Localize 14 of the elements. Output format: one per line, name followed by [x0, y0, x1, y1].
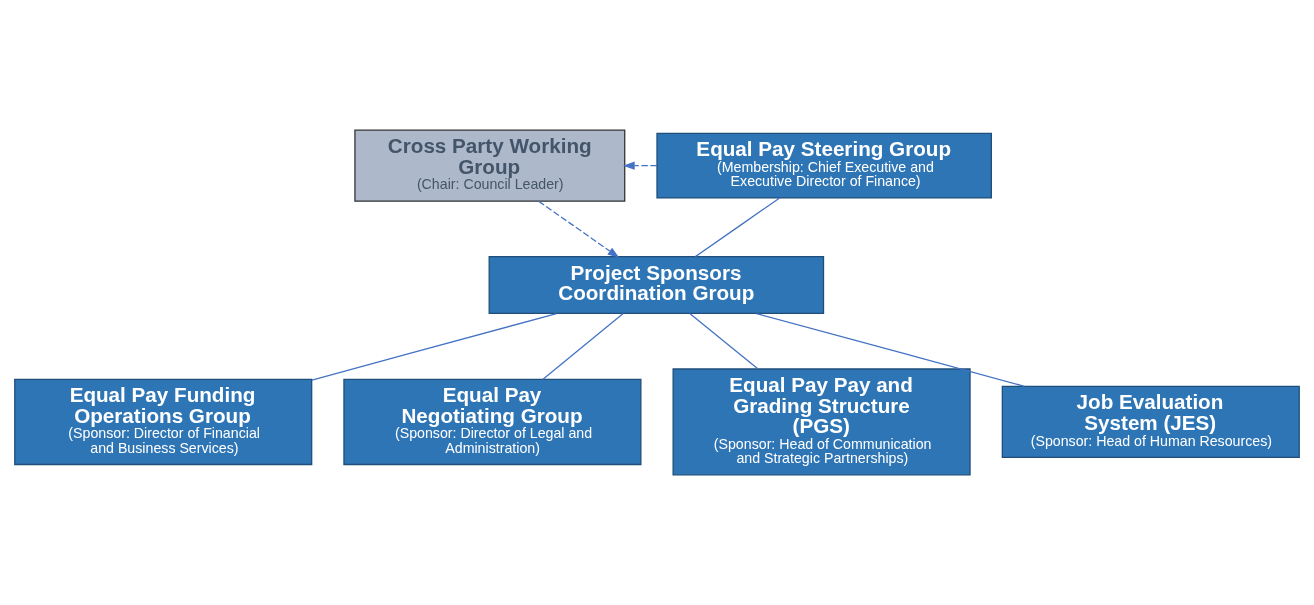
connector [311, 312, 558, 381]
node-box: Equal Pay Steering Group (Membership: Chief Executive and Executive Director of Finance) [656, 132, 992, 199]
node-box: Cross Party Working Group (Chair: Council Leader) [354, 129, 626, 202]
node-box: Equal Pay Negotiating Group (Sponsor: Director of Legal and Administration) [343, 378, 642, 466]
node-box: Equal Pay Pay and Grading Structure (PGS) (Sponsor: Head of Communication and Strategic Partnerships) [672, 368, 971, 476]
node-box: Equal Pay Funding Operations Group (Sponsor: Director of Financial and Business Services) [14, 378, 313, 466]
connector [755, 312, 1026, 387]
connector [694, 197, 781, 258]
arrow [623, 161, 658, 170]
node-box: Job Evaluation System (JES) (Sponsor: Head of Human Resources) [1001, 385, 1300, 459]
connector [542, 312, 624, 380]
arrow [538, 200, 620, 258]
connector [689, 312, 759, 370]
node-box: Project Sponsors Coordination Group [488, 256, 825, 315]
